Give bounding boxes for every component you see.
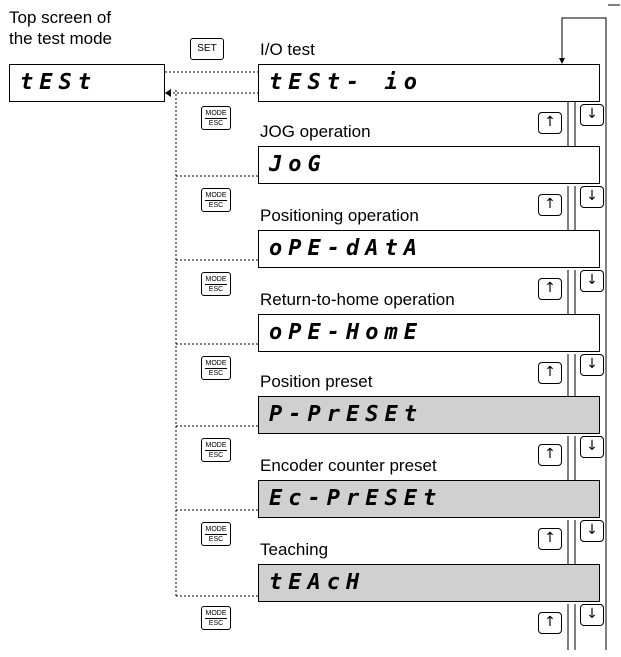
item-display: Ec-PrESEt <box>258 480 600 518</box>
item-label: Teaching <box>260 540 329 559</box>
item-label: Position preset <box>260 372 373 391</box>
item-display: tEAcH <box>258 564 600 602</box>
set-key[interactable]: SET <box>190 38 224 60</box>
down-key[interactable]: ↓ <box>580 604 604 626</box>
item-display-text: Ec-PrESEt <box>269 486 443 511</box>
up-key[interactable]: ↑ <box>538 528 562 550</box>
esc-key-text: ESC <box>208 286 224 293</box>
down-key[interactable]: ↓ <box>580 436 604 458</box>
top-title-line2: the test mode <box>9 29 113 48</box>
up-key[interactable]: ↑ <box>538 362 562 384</box>
item-label: I/O test <box>260 40 315 59</box>
item-display: P-PrESEt <box>258 396 600 434</box>
down-key[interactable]: ↓ <box>580 104 604 126</box>
item-display-text: oPE-HomE <box>269 320 423 345</box>
esc-key-text: ESC <box>208 202 224 209</box>
down-key[interactable]: ↓ <box>580 520 604 542</box>
mode-key-text: MODE <box>205 442 227 451</box>
item-display: tESt- io <box>258 64 600 102</box>
up-key[interactable]: ↑ <box>538 278 562 300</box>
loop-line-up <box>561 17 607 650</box>
mode-key-text: MODE <box>205 526 227 535</box>
item-display: oPE-dAtA <box>258 230 600 268</box>
down-key[interactable]: ↓ <box>580 186 604 208</box>
up-key[interactable]: ↑ <box>538 612 562 634</box>
item-label: JOG operation <box>260 122 371 141</box>
down-key[interactable]: ↓ <box>580 354 604 376</box>
esc-key-text: ESC <box>208 370 224 377</box>
mode-key-text: MODE <box>205 192 227 201</box>
esc-key-text: ESC <box>208 620 224 627</box>
esc-key-text: ESC <box>208 452 224 459</box>
down-key[interactable]: ↓ <box>580 270 604 292</box>
item-display-text: P-PrESEt <box>269 402 423 427</box>
top-display: tESt <box>9 64 165 102</box>
item-display-text: oPE-dAtA <box>269 236 423 261</box>
item-label: Encoder counter preset <box>260 456 437 475</box>
mode-key-text: MODE <box>205 360 227 369</box>
item-label: Positioning operation <box>260 206 419 225</box>
esc-key-text: ESC <box>208 536 224 543</box>
item-display: oPE-HomE <box>258 314 600 352</box>
item-display-text: tEAcH <box>269 570 366 595</box>
mode-key-text: MODE <box>205 276 227 285</box>
mode-key-text: MODE <box>205 610 227 619</box>
up-key[interactable]: ↑ <box>538 194 562 216</box>
esc-key-text: ESC <box>208 120 224 127</box>
mode-key-text: MODE <box>205 110 227 119</box>
item-label: Return-to-home operation <box>260 290 455 309</box>
up-key[interactable]: ↑ <box>538 112 562 134</box>
top-title-line1: Top screen of <box>9 8 112 27</box>
top-display-text: tESt <box>20 70 97 95</box>
item-display-text: tESt- io <box>269 70 423 95</box>
up-key[interactable]: ↑ <box>538 444 562 466</box>
item-display: JoG <box>258 146 600 184</box>
item-display-text: JoG <box>269 152 327 177</box>
